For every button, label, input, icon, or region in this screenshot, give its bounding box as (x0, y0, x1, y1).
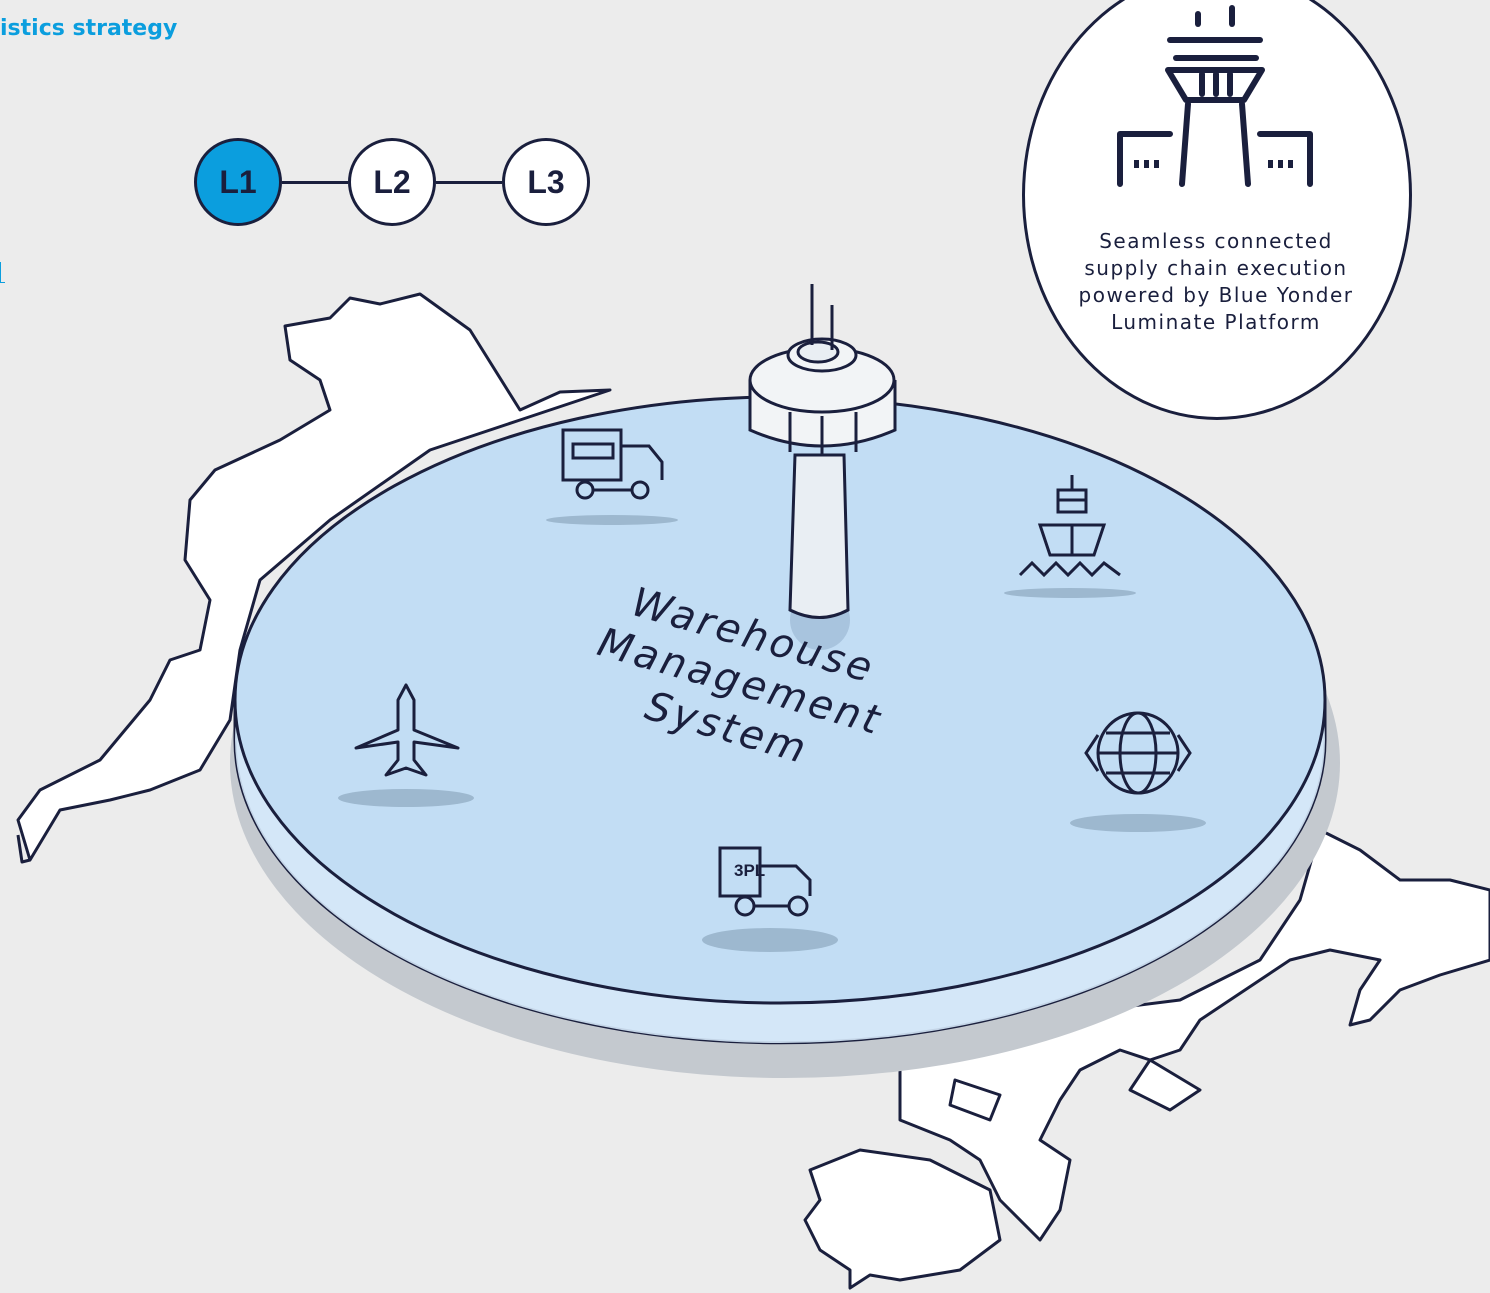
level-l3-button[interactable]: L3 (502, 138, 590, 226)
badge-caption: Seamless connected supply chain executio… (1050, 228, 1382, 336)
control-tower (748, 284, 897, 650)
level-l1-button[interactable]: L1 (194, 138, 282, 226)
badge-caption-line: Seamless connected (1099, 229, 1333, 253)
level-connector (436, 181, 502, 184)
australia-map (803, 1148, 1002, 1290)
badge-caption-line: Luminate Platform (1111, 310, 1321, 334)
north-america-map (16, 292, 612, 862)
cargo-ship-icon (1018, 475, 1121, 578)
level-connector (282, 181, 348, 184)
3pl-truck-icon (718, 846, 812, 917)
globe-exchange-icon (1084, 711, 1192, 795)
airplane-icon (354, 683, 460, 777)
3pl-label: 3PL (734, 861, 765, 880)
delivery-truck-icon (561, 428, 664, 500)
badge-caption-line: supply chain execution (1084, 256, 1348, 280)
badge-caption-line: powered by Blue Yonder (1078, 283, 1354, 307)
control-tower-icon (1117, 5, 1313, 187)
side-link-fragment[interactable] (0, 262, 5, 283)
level-l2-button[interactable]: L2 (348, 138, 436, 226)
page-title: istics strategy (0, 16, 178, 41)
